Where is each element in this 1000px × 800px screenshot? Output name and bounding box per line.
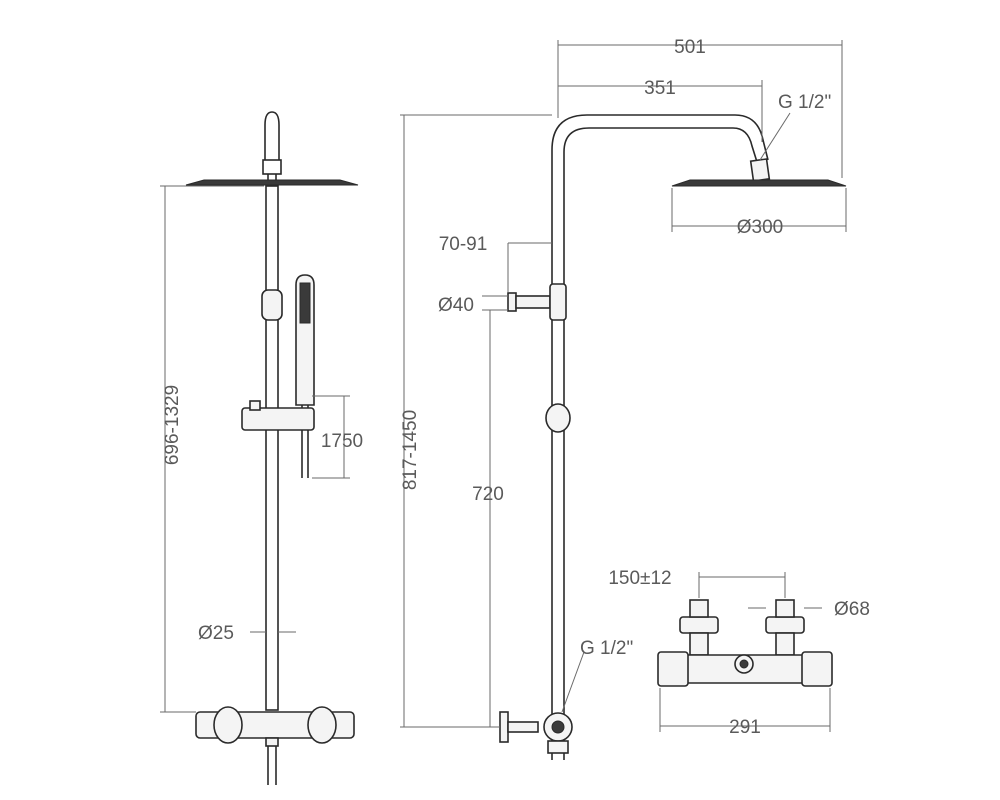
dim-leader [561, 651, 585, 713]
side-bracket-clamp [549, 283, 567, 321]
detail-right-nut [775, 599, 795, 618]
front-riser-collar [261, 289, 283, 321]
overall-reach-label: 501 [674, 37, 706, 58]
detail-left-nut [689, 599, 709, 618]
holder-knob [249, 400, 261, 411]
head-thread-label: G 1/2" [778, 92, 831, 113]
side-view: 501 351 G 1/2" Ø300 70-91 Ø40 817-1450 7… [400, 37, 847, 760]
arm-reach-label: 351 [644, 78, 676, 99]
side-mixer-bottom [547, 740, 569, 754]
detail-left-handle [657, 651, 689, 687]
side-head-connector [749, 158, 771, 182]
side-wall-plate [507, 292, 517, 312]
riser-top-cap [264, 111, 280, 160]
detail-left-escutcheon [679, 616, 719, 634]
mixer-width-label: 291 [729, 717, 761, 738]
detail-right-handle [801, 651, 833, 687]
handshower-spray-face [299, 282, 311, 324]
side-inlet-arm [507, 721, 539, 733]
side-mixer-core [551, 720, 565, 734]
front-view: 696-1329 1750 Ø25 [160, 111, 363, 785]
detail-right-escutcheon [765, 616, 805, 634]
front-riser-pipe [265, 185, 279, 711]
side-inlet-plate [499, 711, 509, 743]
bracket-diameter-label: Ø40 [438, 295, 474, 316]
side-bracket-arm [515, 295, 551, 309]
total-height-label: 817-1450 [400, 410, 421, 490]
detail-right-connector [775, 632, 795, 656]
rail-diameter-label: Ø25 [198, 623, 234, 644]
detail-left-connector [689, 632, 709, 656]
front-mixer-left-knob [213, 706, 243, 744]
wall-offset-label: 70-91 [439, 234, 488, 255]
side-shower-head [671, 179, 847, 187]
height-adjust-left-label: 696-1329 [162, 385, 183, 465]
mixer-height-label: 720 [472, 484, 504, 505]
front-shower-head [185, 179, 359, 186]
front-mixer-outlet [265, 737, 279, 747]
head-connector [262, 159, 282, 175]
side-riser-arm-outer [551, 114, 769, 760]
escutcheon-diameter-label: Ø68 [834, 599, 870, 620]
inlet-spacing-label: 150±12 [608, 568, 671, 589]
front-handshower-holder [241, 407, 315, 431]
side-riser-collar [545, 403, 571, 433]
inlet-thread-label: G 1/2" [580, 638, 633, 659]
head-diameter-label: Ø300 [737, 217, 783, 238]
detail-center-outlet-core [739, 659, 749, 669]
side-riser-arm-inner [563, 127, 758, 760]
mixer-detail-view: 150±12 Ø68 291 [608, 568, 870, 738]
handshower-hose-label: 1750 [321, 431, 363, 452]
front-mixer-right-knob [307, 706, 337, 744]
dim-leader [759, 112, 791, 161]
